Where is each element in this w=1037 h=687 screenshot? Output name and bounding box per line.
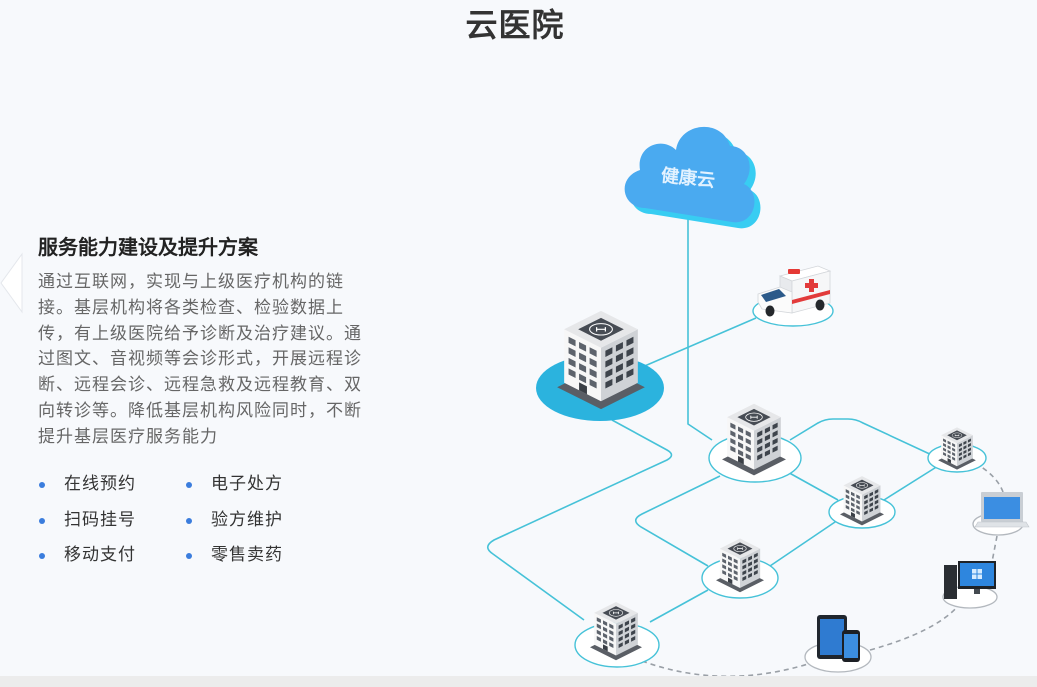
connection-line [883,465,939,501]
feature-item: 零售卖药 [186,538,283,574]
description-line: 过图文、音视频等会诊形式，开展远程诊 [38,349,362,370]
description-line: 向转诊等。降低基层机构风险同时，不断 [38,400,362,421]
feature-item: 电子处方 [186,467,283,503]
description-line: 断、远程会诊、远程急救及远程教育、双 [38,375,362,396]
dashed-line [641,660,809,678]
connection-line [649,589,709,623]
bullet-dot [39,482,45,488]
feature-item: 移动支付 [39,538,136,574]
feature-item: 扫码挂号 [39,503,136,539]
feature-label: 验方维护 [211,509,283,530]
carousel-prev-button[interactable] [0,252,24,314]
cloud-icon: 健康云 [624,126,761,229]
connection-line [769,519,839,567]
ambulance-node [752,265,834,327]
clinic-node [574,601,660,668]
dashed-line [979,465,1004,493]
connection-line [486,419,673,621]
feature-label: 在线预约 [64,474,136,494]
description-line: 通过互联网，实现与上级医疗机构的链 [38,272,344,292]
feature-item: 在线预约 [39,467,136,503]
hub-hospital [536,310,664,421]
dashed-line [869,605,959,651]
connection-line [639,317,757,369]
desktop-node [942,561,998,609]
bullet-dot [39,553,45,559]
connection-line [789,418,935,457]
clinic-node [701,538,779,599]
clinic-node [927,427,987,473]
laptop-node [972,492,1030,536]
cloud-uplink-line [687,203,713,441]
feature-list-right: 电子处方 验方维护 零售卖药 [186,467,283,574]
dashed-line [991,535,998,563]
clinic-node [828,475,896,529]
clinic-node [708,403,802,483]
bullet-dot [186,517,192,524]
connection-line [634,475,721,567]
feature-label: 电子处方 [211,474,283,494]
desktop-computer-icon [944,561,996,599]
footer-strip [0,676,1037,687]
feature-label: 移动支付 [64,545,136,565]
bullet-dot [39,517,45,524]
feature-label: 零售卖药 [211,545,283,565]
feature-label: 扫码挂号 [64,509,136,530]
chevron-left-icon[interactable] [0,252,24,314]
page-title: 云医院 [465,6,565,44]
description-line: 传，有上级医院给予诊断及治疗建议。通 [38,323,362,344]
bullet-dot [186,482,192,488]
ambulance-icon [757,265,832,317]
description-line: 接。基层机构将各类检查、检验数据上 [38,297,344,318]
smartphone-icon [842,630,860,662]
description-line: 提升基层医疗服务能力 [38,426,218,447]
section-description: 通过互联网，实现与上级医疗机构的链 接。基层机构将各类检查、检验数据上 传，有上… [38,270,362,451]
connection-line [783,469,839,501]
feature-item: 验方维护 [186,503,283,539]
feature-list-left: 在线预约 扫码挂号 移动支付 [39,467,136,574]
tablet-icon [817,615,847,659]
laptop-icon [974,492,1030,528]
bullet-dot [186,553,192,559]
connection-lines [486,203,939,623]
section-heading: 服务能力建设及提升方案 [38,235,258,259]
mobile-devices-node [804,615,872,673]
